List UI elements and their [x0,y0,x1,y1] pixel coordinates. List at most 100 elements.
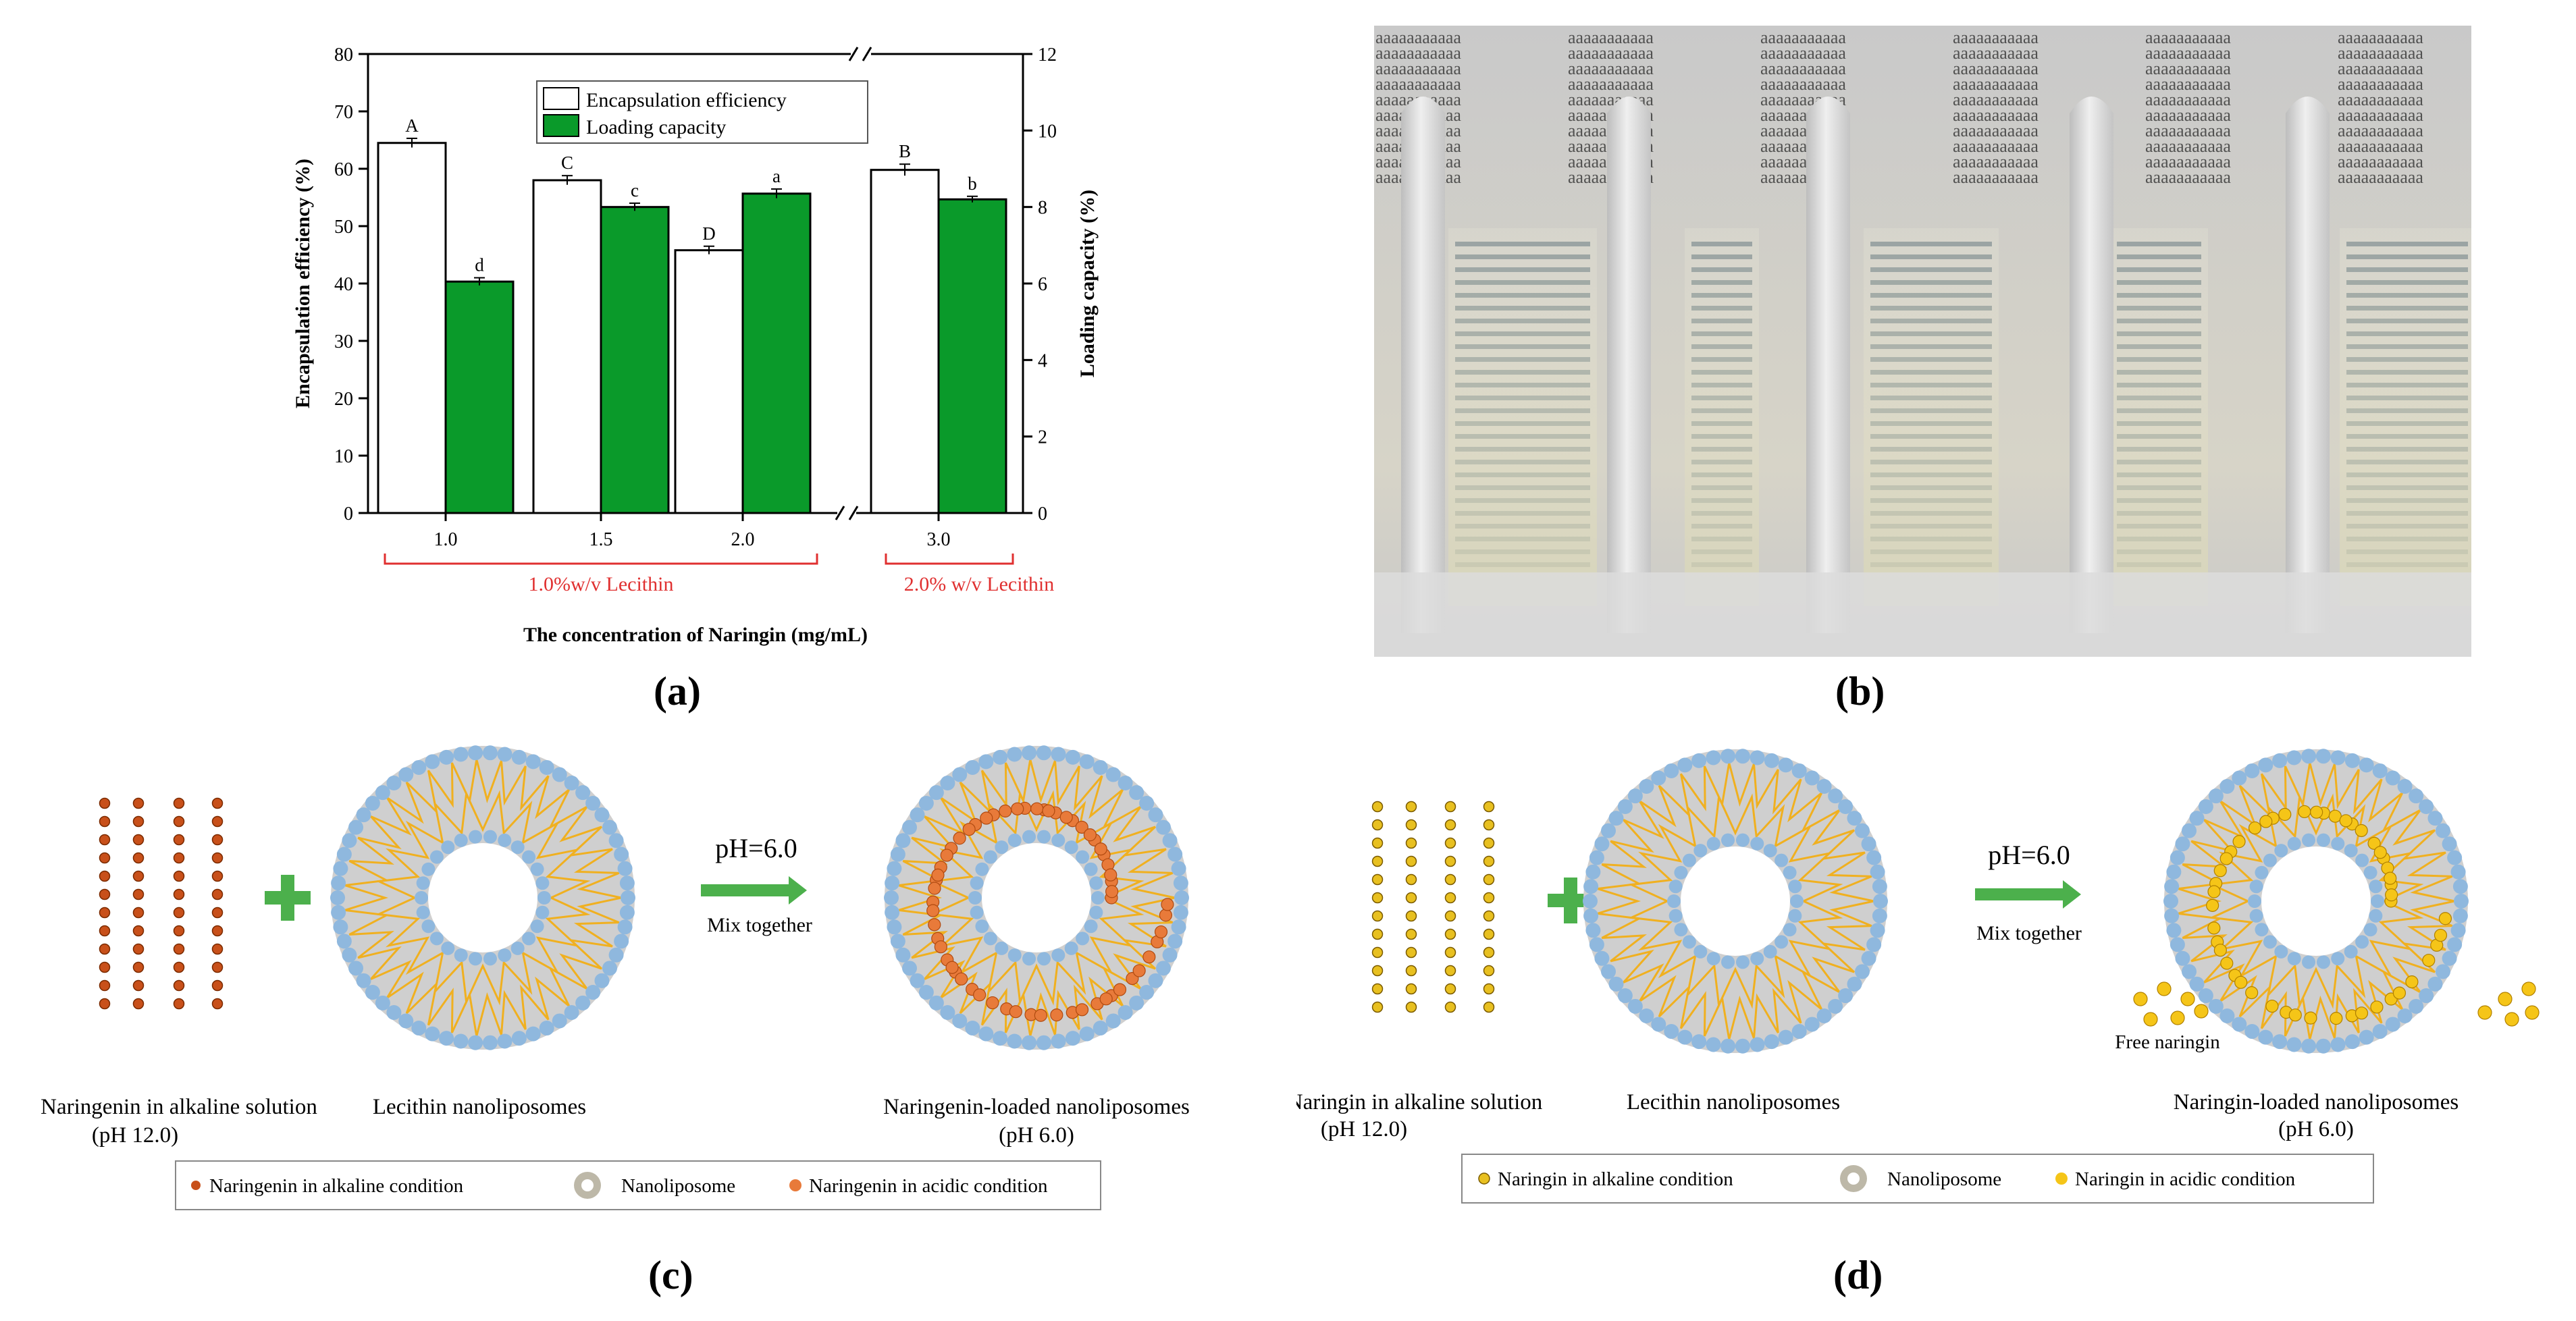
molecule [1444,946,1456,959]
lipid-head [1691,753,1707,768]
lipid-head [1750,750,1765,765]
lipid-head [2272,753,2288,768]
molecule [173,979,185,992]
lipid-head [1691,1034,1707,1050]
photo-printed-text: aaaaaaaaaaa [1760,43,1846,63]
lipid-head [386,775,402,790]
lipid-head [522,932,536,946]
loaded-molecule [2248,821,2262,835]
free-molecule [2194,1004,2209,1019]
lipid-head [1105,767,1121,782]
photo-printed-text: aaaaaaaaaaa [1375,43,1461,63]
lipid-head [1051,833,1066,847]
loaded-molecule [2232,835,2246,848]
lipid-head [497,747,512,762]
molecule [211,943,224,955]
loaded-molecule [931,868,945,882]
loaded-molecule [928,918,941,932]
molecule [211,907,224,919]
lipid-head [2170,937,2185,952]
lipid-head [1677,757,1693,773]
lipid-head [983,850,997,864]
lipid-head [2182,964,2197,979]
lipid-head [333,919,348,935]
lipid-head [1735,1038,1750,1054]
lipid-head [608,947,624,963]
lipid-head [454,833,468,847]
molecule [173,870,185,882]
lipid-head [2164,908,2180,923]
loaded-molecule [2206,898,2219,912]
lipid-head [497,1033,512,1049]
lipid-head [411,759,427,775]
x-tick-label: 1.5 [589,529,613,550]
lipid-head [2385,1017,2400,1032]
lipid-head [1089,905,1103,919]
photo-printed-text: aaaaaaaaaaa [1953,59,2039,78]
lipid-head [2344,844,2358,858]
y-tick-label: 20 [334,389,353,410]
molecule [99,870,111,882]
molecule [211,870,224,882]
molecule [132,852,144,864]
lipid-head [2302,955,2316,969]
lipid-head [375,995,390,1010]
lipid-head [2255,865,2269,880]
lipid-head [510,941,525,955]
lipid-head [978,754,994,770]
lipid-head [1585,923,1601,938]
lipid-head [1677,1029,1693,1045]
lipid-head [1173,905,1188,920]
loaded-molecule [2213,944,2227,957]
lipid-head [342,947,357,963]
ph-label: pH=6.0 [1988,840,2070,870]
lipid-head [575,785,591,801]
lipid-head [1091,891,1105,905]
molecule [211,815,224,828]
molecule [1483,892,1495,904]
plus-icon [1548,878,1594,923]
lipid-head [1065,1031,1080,1046]
lipid-head [1838,988,1854,1004]
scheme-legend: Naringin in alkaline condition Nanolipos… [1461,1154,2374,1204]
liquid [1685,228,1759,606]
loaded-molecule [2385,888,2398,902]
loaded-molecule [962,823,976,836]
panel-label-a: (a) [654,669,701,713]
lipid-head [993,1031,1008,1046]
loaded-molecule [986,996,999,1010]
molecule [132,943,144,955]
loaded-molecule [1030,802,1044,815]
lipid-head [1079,1026,1095,1042]
lipid-head [1788,880,1802,894]
molecule [1444,928,1456,940]
lipid-head [2369,909,2383,923]
lipid-head [1076,850,1090,864]
lipid-head [398,767,414,782]
molecule [1483,837,1495,849]
lipid-head [2175,836,2190,852]
scheme-naringenin: pH=6.0 Mix together Naringenin in alkali… [41,745,1190,1210]
loaded-molecule [2207,921,2221,935]
x-axis-label: The concentration of Naringin (mg/mL) [523,624,868,646]
molecule [173,797,185,809]
lipid-head [342,833,357,848]
lipid-head [468,1035,483,1050]
rod [2070,97,2113,633]
lipid-head [1816,778,1832,794]
lipid-head [1089,876,1103,890]
panel-label-d: (d) [1833,1253,1883,1297]
y2-tick-label: 12 [1038,45,1057,65]
molecule [99,925,111,937]
molecule [132,998,144,1010]
free-molecule [2133,992,2148,1006]
lipid-head [1022,952,1036,966]
molecule [173,907,185,919]
lipid-head [902,961,918,976]
molecule [1371,965,1384,977]
lipid-head [1651,770,1666,786]
y2-tick-label: 10 [1038,121,1057,142]
lipid-head [928,995,944,1010]
arrow-right-icon [701,876,807,905]
mix-label: Mix together [707,914,812,936]
